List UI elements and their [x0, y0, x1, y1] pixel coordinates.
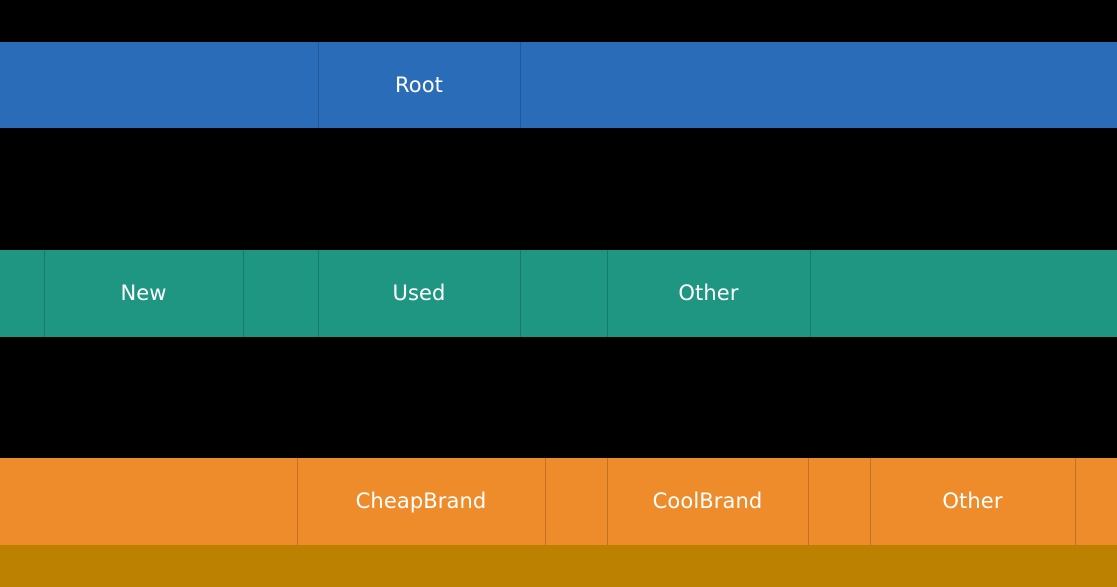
chart-node-unlabeled-2-4[interactable] — [808, 458, 870, 545]
chart-node-unlabeled-2-2[interactable] — [545, 458, 607, 545]
chart-level-condition-level: New Used Other — [0, 250, 1117, 337]
chart-node-used-1-3[interactable]: Used — [318, 250, 520, 337]
chart-node-unlabeled-1-2[interactable] — [243, 250, 318, 337]
chart-node-label: Root — [395, 72, 443, 97]
chart-node-label: Other — [942, 489, 1003, 513]
chart-node-label: CheapBrand — [355, 489, 487, 513]
chart-node-coolbrand-2-3[interactable]: CoolBrand — [607, 458, 808, 545]
chart-node-unlabeled-3-0[interactable] — [0, 545, 1117, 587]
chart-level-leaf-level — [0, 545, 1117, 587]
chart-node-unlabeled-2-6[interactable] — [1075, 458, 1117, 545]
chart-node-label: CoolBrand — [652, 489, 763, 513]
chart-node-other-1-5[interactable]: Other — [607, 250, 810, 337]
chart-node-unlabeled-1-0[interactable] — [0, 250, 44, 337]
chart-node-label: New — [120, 281, 167, 305]
chart-node-unlabeled-1-4[interactable] — [520, 250, 607, 337]
chart-node-unlabeled-0-2[interactable] — [520, 42, 1117, 128]
chart-level-brand-level: CheapBrand CoolBrand Other — [0, 458, 1117, 545]
chart-node-unlabeled-2-0[interactable] — [0, 458, 297, 545]
chart-node-other-2-5[interactable]: Other — [870, 458, 1075, 545]
chart-level-root-level: Root — [0, 42, 1117, 128]
chart-node-new-1-1[interactable]: New — [44, 250, 243, 337]
chart-node-label: Used — [392, 281, 446, 305]
chart-node-root-0-1[interactable]: Root — [318, 42, 520, 128]
chart-node-cheapbrand-2-1[interactable]: CheapBrand — [297, 458, 545, 545]
chart-node-label: Other — [678, 281, 739, 305]
chart-node-unlabeled-0-0[interactable] — [0, 42, 318, 128]
chart-node-unlabeled-1-6[interactable] — [810, 250, 1117, 337]
